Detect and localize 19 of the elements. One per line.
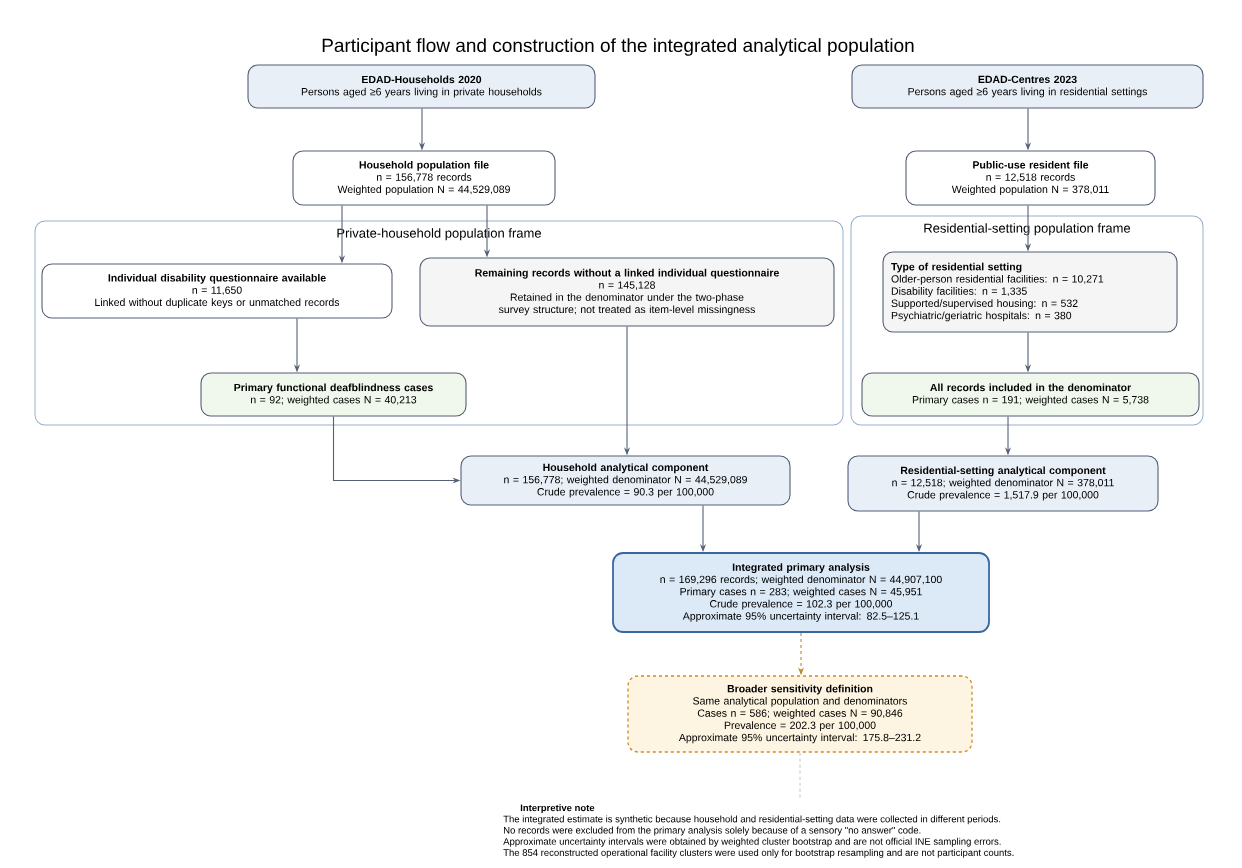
- note-heading: Interpretive note: [520, 804, 595, 814]
- sensitivity-box: Broader sensitivity definition Same analytical population and denominators Cases n = 586; weighted cases N = 90,846 Prevalence = 202.3 per 100,000 Approximate 95% uncertainty interval: 175.8–231.2: [627, 675, 973, 753]
- process-box: Individual disability questionnaire available n = 11,650 Linked without duplicate keys or unmatched records: [41, 263, 393, 319]
- process-box: Public-use resident file n = 12,518 records Weighted population N = 378,011: [905, 150, 1156, 206]
- process-box: Household population file n = 156,778 records Weighted population N = 44,529,089: [292, 150, 556, 206]
- process-box: Primary functional deafblindness cases n = 92; weighted cases N = 40,213: [200, 372, 467, 417]
- note-text: No records were excluded from the primary analysis solely because of a sensory "no answer" code.: [504, 826, 921, 836]
- process-box: All records included in the denominator Primary cases n = 191; weighted cases N = 5,738: [861, 372, 1200, 417]
- diagram-title: Participant flow and construction of the integrated analytical population: [322, 38, 914, 56]
- note-text: The integrated estimate is synthetic because household and residential-setting data were collected in different periods.: [503, 815, 1001, 825]
- process-box: Household analytical component n = 156,778; weighted denominator N = 44,529,089 Crude prevalence = 90.3 per 100,000: [460, 455, 791, 506]
- process-box: EDAD-Centres 2023 Persons aged ≥6 years living in residential settings: [851, 64, 1204, 109]
- process-box: Type of residential setting Older-person residential facilities: n = 10,271 Disability facilities: n = 1,335 Supported/supervised housing: n = 532 Psychiatric/geriatric hospitals: n = 380: [882, 251, 1178, 333]
- note-text: The 854 reconstructed operational facility clusters were used only for bootstrap resampling and are not participant counts.: [503, 849, 1014, 858]
- process-box: EDAD-Households 2020 Persons aged ≥6 years living in private households: [247, 64, 596, 109]
- result-box: Integrated primary analysis n = 169,296 records; weighted denominator N = 44,907,100 Primary cases n = 283; weighted cases N = 45,951 Crude prevalence = 102.3 per 100,000 Approximate 95% uncertainty interval: 82.5–125.1: [612, 552, 990, 633]
- note-text: Approximate uncertainty intervals were obtained by weighted cluster bootstrap and are not official INE sampling errors.: [503, 837, 1001, 847]
- process-box: Remaining records without a linked individual questionnaire n = 145,128 Retained in the denominator under the two-phase survey structure; not treated as item-level missingness: [419, 257, 835, 327]
- process-box: Residential-setting analytical component n = 12,518; weighted denominator N = 378,011 Crude prevalence = 1,517.9 per 100,000: [847, 455, 1159, 512]
